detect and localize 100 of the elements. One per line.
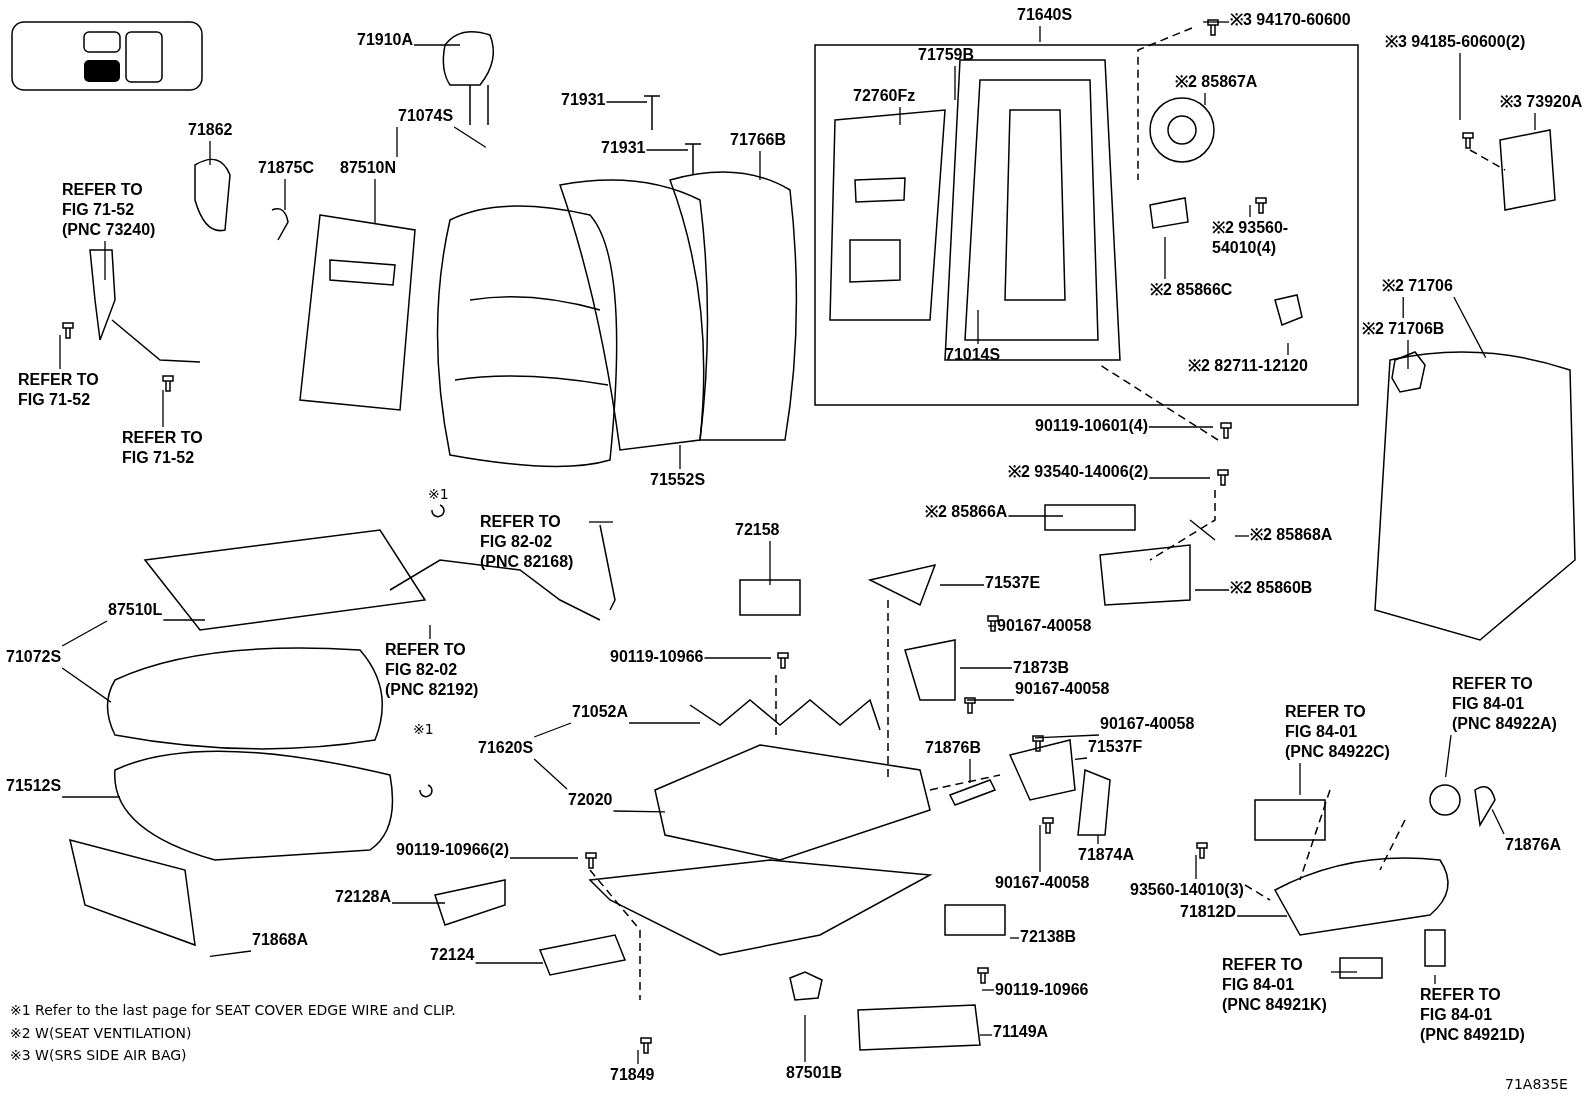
leader-line xyxy=(612,810,666,813)
leader-line xyxy=(969,758,971,784)
leader-line xyxy=(1330,971,1358,973)
leader-line xyxy=(1453,296,1487,359)
part-number: ※2 85868A xyxy=(1250,525,1333,545)
part-number: 71875C xyxy=(258,158,315,178)
part-number: 90119-10966 xyxy=(610,647,704,667)
footnote: ※3 W(SRS SIDE AIR BAG) xyxy=(10,1046,187,1064)
part-number: 87501B xyxy=(786,1063,843,1083)
leader-line xyxy=(209,950,252,957)
part-number: REFER TO FIG 84-01 (PNC 84922C) xyxy=(1285,702,1393,762)
part-number: 90119-10966 xyxy=(995,980,1089,1000)
leader-line xyxy=(1459,52,1461,121)
part-number: 90167-40058 xyxy=(995,873,1090,893)
part-number: ※2 71706 xyxy=(1382,276,1453,296)
part-number: 90119-10601(4) xyxy=(1035,416,1148,436)
leader-line xyxy=(1249,204,1251,218)
leader-line xyxy=(284,178,286,211)
part-number: 72124 xyxy=(430,945,475,965)
drawing-code: 71A835E xyxy=(1505,1075,1568,1093)
leader-line xyxy=(1236,915,1288,917)
part-number: 90167-40058 xyxy=(1100,714,1195,734)
part-number: REFER TO FIG 82-02 (PNC 82192) xyxy=(385,640,493,700)
leader-line xyxy=(59,334,61,370)
leader-line xyxy=(1445,734,1452,778)
part-number: 71931 xyxy=(601,138,646,158)
leader-line xyxy=(1234,535,1250,537)
part-number: ※2 85860B xyxy=(1230,578,1313,598)
leader-line xyxy=(804,1014,806,1063)
part-number: 72138B xyxy=(1020,927,1077,947)
part-number: 71849 xyxy=(610,1065,655,1085)
leader-line xyxy=(1097,834,1099,845)
leader-line xyxy=(391,902,446,904)
leader-line xyxy=(1007,515,1064,517)
part-number: 71910A xyxy=(357,30,414,50)
note-mark: ※1 xyxy=(413,720,434,738)
leader-line xyxy=(679,444,681,470)
part-number: 72760Fz xyxy=(853,86,916,106)
leader-line xyxy=(979,1034,993,1036)
leader-line xyxy=(509,857,579,859)
leader-line xyxy=(966,699,1015,701)
leader-line xyxy=(1299,762,1301,796)
part-number: 71052A xyxy=(572,702,629,722)
part-number: REFER TO FIG 71-52 xyxy=(18,370,126,410)
leader-line xyxy=(61,620,108,647)
part-number: 71074S xyxy=(398,106,454,126)
leader-line xyxy=(104,240,106,281)
leader-line xyxy=(759,150,761,181)
part-number: 71876B xyxy=(925,738,982,758)
part-number: ※2 93540-14006(2) xyxy=(1008,462,1149,482)
leader-line xyxy=(959,667,1013,669)
leader-line xyxy=(1434,974,1436,985)
leader-line xyxy=(1034,734,1100,739)
leader-line xyxy=(1195,854,1197,880)
part-number: 72158 xyxy=(735,520,780,540)
leader-line xyxy=(429,624,431,640)
part-number: 71537F xyxy=(1088,737,1143,757)
part-number: REFER TO FIG 82-02 (PNC 82168) xyxy=(480,512,588,572)
footnote: ※2 W(SEAT VENTILATION) xyxy=(10,1024,192,1042)
leader-line xyxy=(474,962,544,964)
part-number: 90167-40058 xyxy=(1015,679,1110,699)
leader-line xyxy=(637,1049,639,1065)
part-number: REFER TO FIG 71-52 (PNC 73240) xyxy=(62,180,170,240)
part-number: 71640S xyxy=(1017,5,1073,25)
part-number: REFER TO FIG 84-01 (PNC 84922A) xyxy=(1452,674,1560,734)
part-number: 71552S xyxy=(650,470,706,490)
part-number: 71537E xyxy=(985,573,1041,593)
part-number: 71149A xyxy=(993,1022,1049,1042)
part-number: 71868A xyxy=(252,930,309,950)
leader-line xyxy=(981,989,995,991)
leader-line xyxy=(645,149,689,151)
note-mark: ※1 xyxy=(428,485,449,503)
leader-line xyxy=(162,619,206,621)
leader-line xyxy=(977,309,979,345)
part-number: 71873B xyxy=(1013,658,1070,678)
leader-line xyxy=(1074,757,1088,761)
leader-line xyxy=(162,389,164,428)
part-number: ※3 73920A xyxy=(1500,92,1583,112)
part-number: ※2 85867A xyxy=(1175,72,1258,92)
leader-line xyxy=(396,126,398,158)
part-number: 72128A xyxy=(335,887,392,907)
part-number: 71766B xyxy=(730,130,787,150)
part-number: ※2 85866C xyxy=(1150,280,1233,300)
part-number: 93560-14010(3) xyxy=(1130,880,1244,900)
part-number: 90119-10966(2) xyxy=(396,840,509,860)
footnote: ※1 Refer to the last page for SEAT COVER EDGE WIRE and CLIP. xyxy=(10,1001,456,1019)
part-number: ※3 94170-60600 xyxy=(1230,10,1351,30)
leader-line xyxy=(1039,25,1041,43)
leader-line xyxy=(1039,824,1041,873)
leader-line xyxy=(1148,477,1211,479)
part-number: ※2 85866A xyxy=(925,502,1008,522)
part-number: REFER TO FIG 71-52 xyxy=(122,428,230,468)
leader-line xyxy=(1204,92,1206,106)
leader-line xyxy=(987,625,997,627)
part-number: 71759B xyxy=(918,45,975,65)
leader-line xyxy=(1164,236,1166,280)
part-number: ※2 71706B xyxy=(1362,319,1445,339)
part-number: 87510N xyxy=(340,158,397,178)
part-number: 71620S xyxy=(478,738,534,758)
leader-line xyxy=(1202,21,1230,23)
